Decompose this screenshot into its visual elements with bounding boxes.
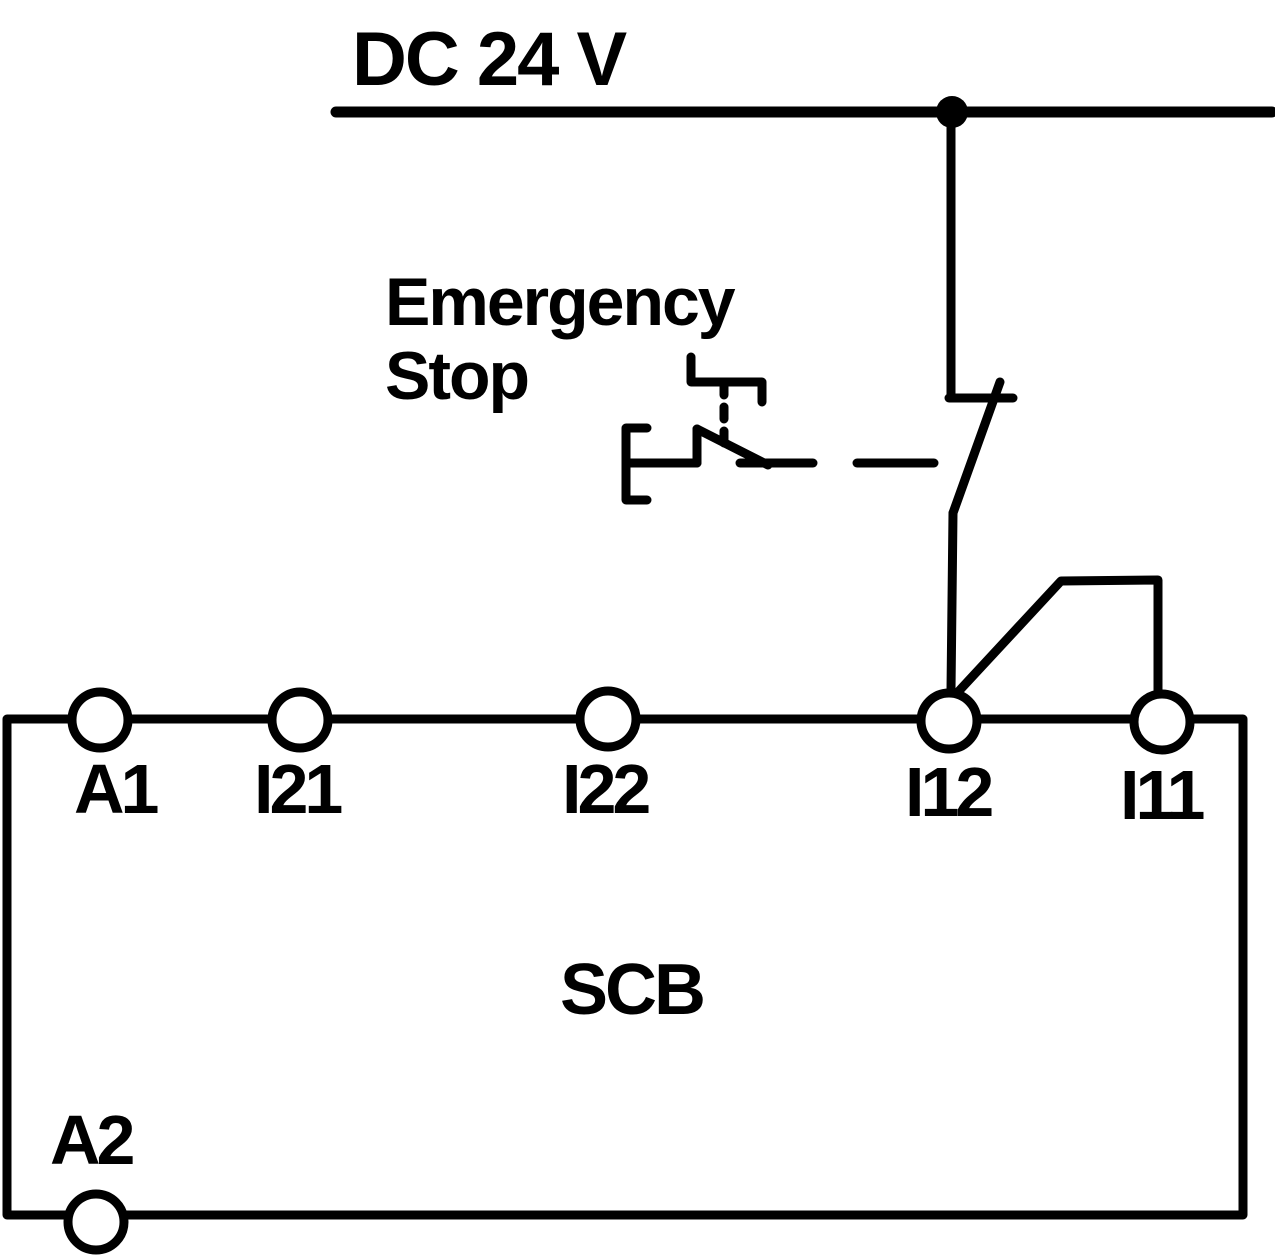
terminal-label-i11: I11 [1120,756,1204,834]
terminal-a1 [67,687,133,753]
terminal-label-i12: I12 [905,753,992,831]
terminal-i12 [916,688,982,754]
emergency-stop-label-line2: Stop [385,338,528,414]
emergency-stop-label-line1: Emergency [385,264,736,340]
terminal-label-a1: A1 [74,750,158,828]
contact-moving-arm [948,377,1005,518]
scb-device-label: SCB [560,950,703,1030]
terminal-i21 [267,687,333,753]
terminal-a2 [63,1189,129,1255]
terminal-label-i21: I21 [254,750,341,828]
terminal-i22 [575,686,641,752]
terminal-i11 [1129,689,1195,755]
emergency-stop-symbol [621,352,818,505]
terminal-label-a2: A2 [50,1101,134,1179]
nc-contact-vertical [944,377,1018,518]
jumper-i12-i11 [953,575,1163,697]
terminal-label-i22: I22 [562,750,649,828]
wire-contact-to-i12 [946,508,958,695]
power-rail-label: DC 24 V [352,17,628,102]
